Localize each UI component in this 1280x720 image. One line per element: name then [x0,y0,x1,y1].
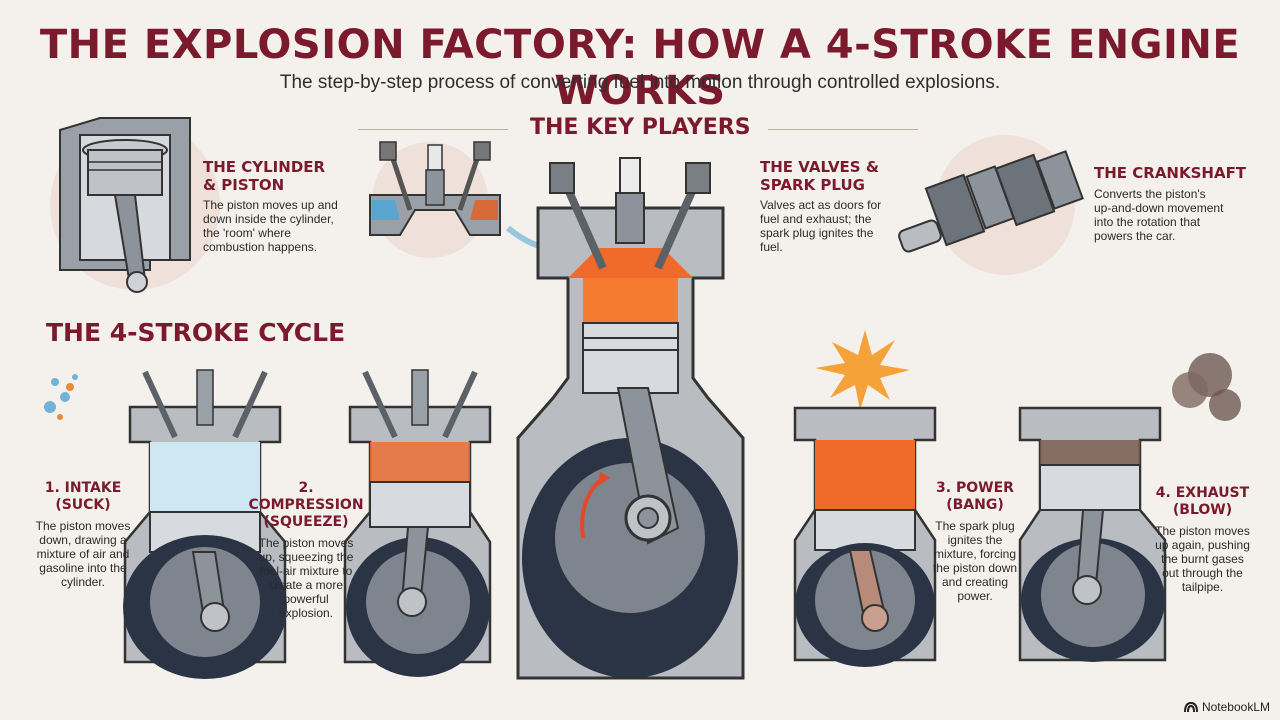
cycle-heading: THE 4-STROKE CYCLE [46,318,346,347]
intake-desc: The piston moves down, drawing a mixture… [35,519,131,589]
notebooklm-brand: NotebookLM [1183,700,1270,714]
cylinder-desc: The piston moves up and down inside the … [203,198,338,254]
divider-right [768,129,918,130]
stroke-intake: 1. INTAKE (SUCK) The piston moves down, … [28,480,138,589]
power-title-1: 3. POWER [936,480,1014,496]
exhaust-desc: The piston moves up again, pushing the b… [1155,524,1250,594]
main-engine-illustration [506,157,745,680]
notebooklm-logo-icon [1183,701,1198,713]
cylinder-card: THE CYLINDER & PISTON The piston moves u… [203,158,338,254]
valves-desc: Valves act as doors for fuel and exhaust… [760,198,882,254]
cylinder-title-2: & PISTON [203,176,285,194]
intake-title-1: 1. INTAKE [44,480,122,496]
valves-title-2: SPARK PLUG [760,176,865,194]
exhaust-title-1: 4. EXHAUST [1155,485,1250,501]
cylinder-piston-illustration [50,117,220,293]
exhaust-title-2: (BLOW) [1172,502,1233,518]
valves-card: THE VALVES & SPARK PLUG Valves act as do… [760,158,881,254]
compression-desc: The piston moves up, squeezing the foel-… [258,536,354,620]
key-players-heading: THE KEY PLAYERS [530,115,751,140]
valves-illustration [369,141,501,258]
stroke-compression: 2. COMPRESSION (SQUEEZE) The piston move… [245,480,367,620]
intake-title-2: (SUCK) [55,497,111,513]
compression-engine-illustration [343,369,492,677]
crankshaft-title: THE CRANKSHAFT [1094,164,1247,182]
notebooklm-label: NotebookLM [1201,700,1270,714]
exhaust-engine-illustration [1018,353,1241,662]
page-title: THE EXPLOSION FACTORY: HOW A 4-STROKE EN… [39,22,1241,114]
power-desc: The spark plug ignites the mixture, forc… [932,519,1018,603]
compression-title-2: (SQUEEZE) [263,514,349,530]
crankshaft-desc: Converts the piston's up-and-down moveme… [1094,187,1224,243]
intake-engine-illustration [44,369,287,679]
power-title-2: (BANG) [946,497,1004,513]
power-engine-illustration [793,330,937,667]
stroke-power: 3. POWER (BANG) The spark plug ignites t… [925,480,1025,603]
page-subtitle: The step-by-step process of converting f… [279,72,1001,93]
cylinder-title-1: THE CYLINDER [203,158,326,176]
stroke-exhaust: 4. EXHAUST (BLOW) The piston moves up ag… [1145,485,1260,594]
compression-title-1: 2. COMPRESSION [248,480,364,513]
crankshaft-illustration [898,135,1084,275]
crankshaft-card: THE CRANKSHAFT Converts the piston's up-… [1094,164,1246,243]
divider-left [358,129,508,130]
valves-title-1: THE VALVES & [760,158,879,176]
